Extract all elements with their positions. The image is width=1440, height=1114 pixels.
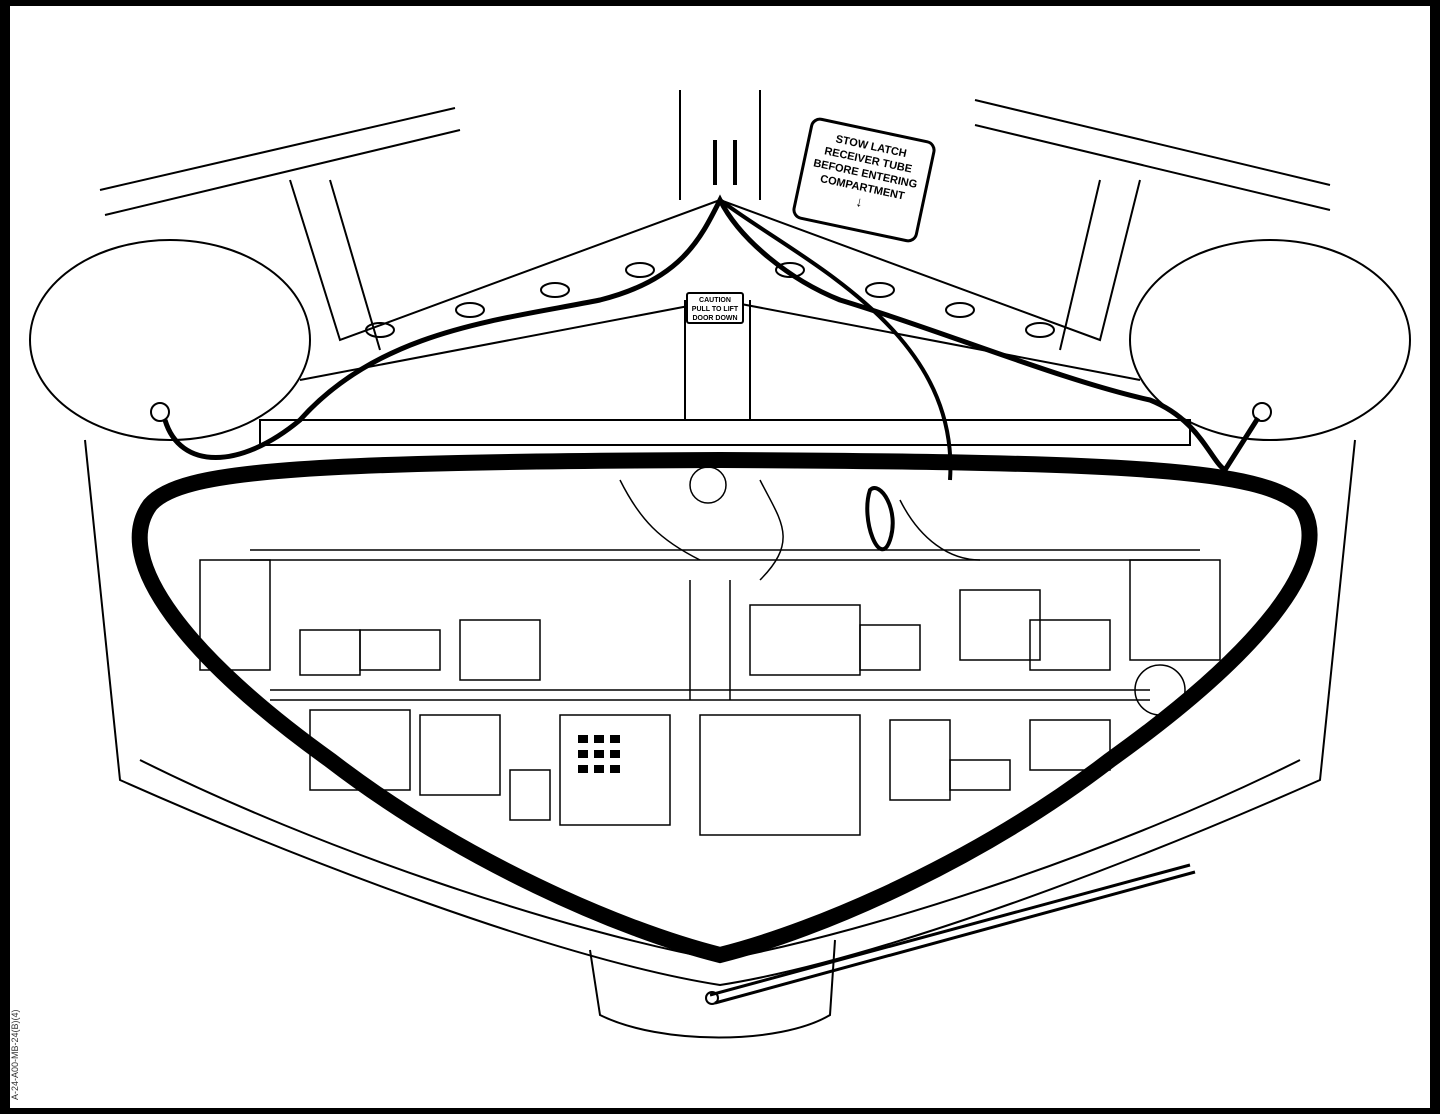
diagram-frame <box>10 6 1430 1108</box>
nose-body <box>84 439 1356 987</box>
connector-grid <box>578 735 620 773</box>
compartment-line-drawing <box>29 90 1411 1039</box>
light-right <box>1129 239 1411 441</box>
light-left <box>29 239 311 441</box>
antenna-rod <box>709 863 1196 1005</box>
caution-line: DOOR DOWN <box>692 315 738 322</box>
internal-components <box>199 466 1221 836</box>
wire-harness <box>162 194 1261 474</box>
fuselage-line-left <box>99 107 461 216</box>
compartment-seal <box>131 451 1318 964</box>
fuselage-line-right <box>974 99 1331 211</box>
figure-code: A-24-A00-MB-24(B)(4) <box>10 1009 20 1100</box>
lower-fairing <box>589 939 836 1039</box>
caution-title: CAUTION <box>699 297 731 304</box>
caution-line: PULL TO LIFT <box>691 306 739 313</box>
grommets <box>365 262 1055 338</box>
caution-label: CAUTION PULL TO LIFT DOOR DOWN <box>686 292 744 324</box>
